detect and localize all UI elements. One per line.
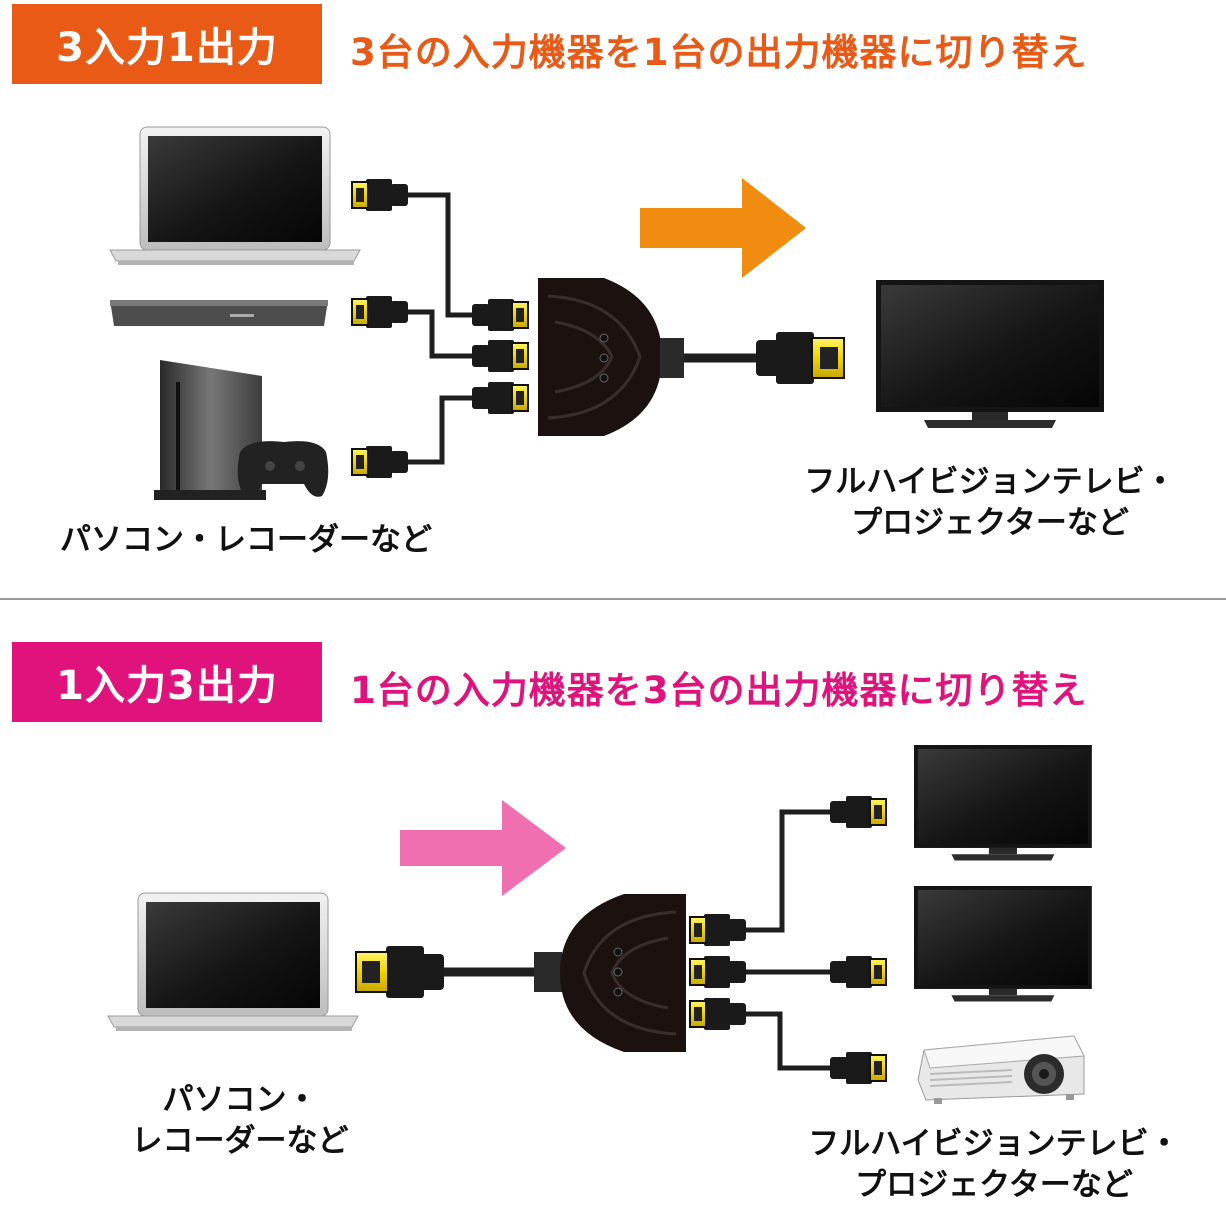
hdmi-plug-icon xyxy=(755,331,845,385)
arrow-right-icon xyxy=(640,178,806,278)
tv-icon xyxy=(876,280,1104,428)
hdmi-plug-icon xyxy=(829,1051,887,1085)
source-devices-caption: パソコン・レコーダーなど xyxy=(60,520,432,561)
caption-line: プロジェクターなど xyxy=(855,1166,1133,1203)
game-controller-icon xyxy=(237,441,329,497)
section-badge-3in1out: 3入力1出力 xyxy=(12,4,322,84)
caption-line: レコーダーなど xyxy=(131,1122,349,1159)
input-cables xyxy=(408,192,478,465)
hdmi-switch-icon xyxy=(538,278,662,436)
tv-icon xyxy=(914,886,1092,1002)
section-badge-1in3out: 1入力3出力 xyxy=(12,642,322,722)
hdmi-plug-icon xyxy=(471,381,529,415)
hdmi-plug-icon xyxy=(689,913,747,947)
hdmi-plug-icon xyxy=(471,298,529,332)
hdmi-plug-icon xyxy=(355,945,445,999)
laptop-icon xyxy=(109,126,361,266)
hdmi-plug-icon xyxy=(689,997,747,1031)
destination-devices-caption: フルハイビジョンテレビ・ プロジェクターなど xyxy=(790,462,1190,544)
tv-icon xyxy=(914,745,1092,861)
arrow-right-icon xyxy=(400,800,566,896)
hdmi-switch-icon xyxy=(560,894,686,1052)
section-headline-3in1out: 3台の入力機器を1台の出力機器に切り替え xyxy=(350,31,1088,74)
section-headline-1in3out: 1台の入力機器を3台の出力機器に切り替え xyxy=(350,669,1088,712)
hdmi-plug-icon xyxy=(689,955,747,989)
hdmi-plug-icon xyxy=(351,178,409,212)
laptop-icon xyxy=(107,892,359,1032)
section-divider xyxy=(0,598,1226,600)
recorder-icon xyxy=(110,300,328,326)
destination-devices-caption: フルハイビジョンテレビ・ プロジェクターなど xyxy=(794,1124,1194,1206)
caption-line: パソコン・レコーダーなど xyxy=(60,522,432,558)
hdmi-plug-icon xyxy=(351,445,409,479)
cable-strain-relief xyxy=(534,952,562,992)
hdmi-plug-icon xyxy=(471,339,529,373)
cable-strain-relief xyxy=(660,338,684,378)
caption-line: フルハイビジョンテレビ・ xyxy=(808,1126,1180,1162)
caption-line: フルハイビジョンテレビ・ xyxy=(804,464,1176,500)
caption-line: プロジェクターなど xyxy=(851,504,1129,541)
hdmi-plug-icon xyxy=(351,295,409,329)
game-console-icon xyxy=(154,360,266,500)
caption-line: パソコン・ xyxy=(162,1082,318,1118)
hdmi-plug-icon xyxy=(829,955,887,989)
projector-icon xyxy=(917,1035,1085,1104)
hdmi-plug-icon xyxy=(829,795,887,829)
output-cables xyxy=(746,809,830,1071)
source-devices-caption: パソコン・ レコーダーなど xyxy=(110,1080,370,1162)
